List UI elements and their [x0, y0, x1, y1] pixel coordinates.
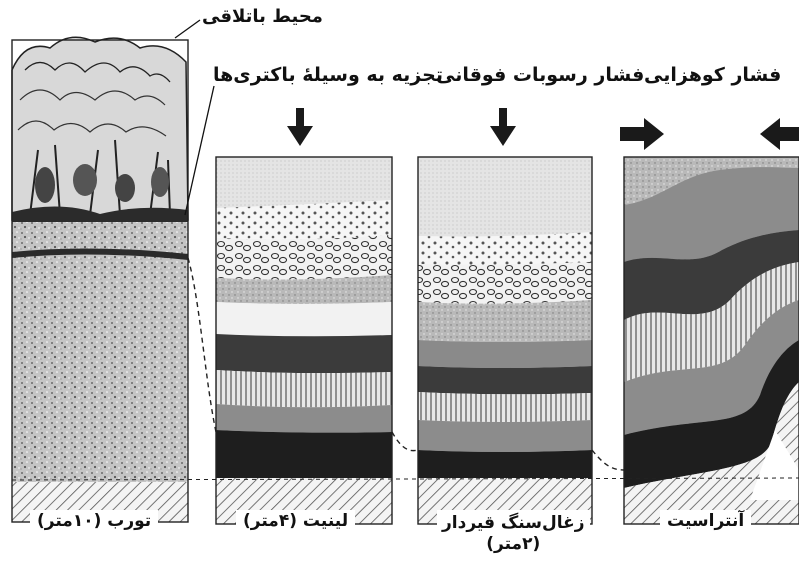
swamp-environment-label: محیط باتلاقی	[202, 8, 323, 26]
bituminous-label-thickness: (۲متر)	[442, 534, 585, 555]
bituminous-column	[418, 157, 592, 524]
bacterial-decomposition-label: تجزیه به وسیلهٔ باکتری‌ها	[213, 66, 443, 85]
lignite-column	[216, 157, 392, 524]
down-arrow-icon	[490, 108, 516, 146]
bacteria-pointer-line	[185, 86, 214, 215]
correlation-dashed-line	[592, 450, 624, 470]
anthracite-column	[624, 157, 799, 524]
peat-label: تورب (۱۰متر)	[30, 510, 158, 533]
correlation-dashed-line	[188, 258, 216, 432]
left-arrow-icon	[760, 118, 799, 150]
bituminous-label-name: زغال‌سنگ قیردار	[442, 513, 585, 534]
lignite-label: لینیت (۴متر)	[236, 510, 355, 533]
correlation-dashed-line	[392, 432, 418, 451]
swamp-pointer-line	[175, 20, 200, 38]
down-arrow-icon	[287, 108, 313, 146]
anthracite-label: آنتراسیت	[660, 510, 751, 533]
right-arrow-icon	[620, 118, 664, 150]
bituminous-label: زغال‌سنگ قیردار (۲متر)	[437, 510, 590, 559]
overburden-pressure-label: فشار رسوبات فوقانی	[436, 66, 644, 85]
peat-column	[12, 37, 188, 522]
orogenic-pressure-label: فشار کوهزایی	[644, 66, 781, 85]
